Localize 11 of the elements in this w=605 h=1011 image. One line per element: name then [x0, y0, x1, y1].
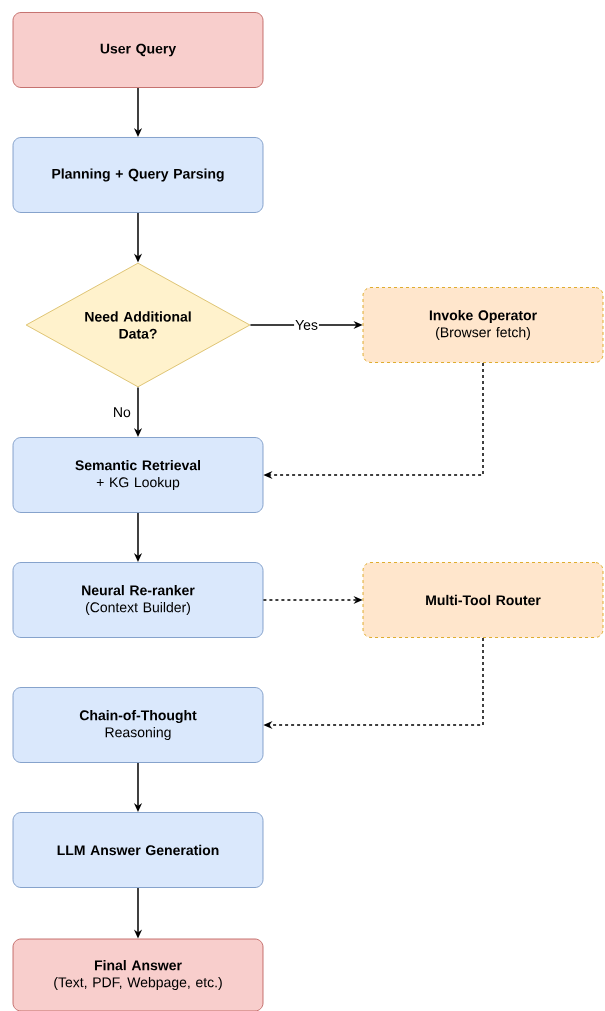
edge-label: Yes — [294, 319, 319, 331]
process-box: LLM Answer Generation — [12, 812, 264, 888]
process-box: Semantic Retrieval + KG Lookup — [12, 437, 264, 513]
process-box: Invoke Operator (Browser fetch) — [362, 287, 604, 363]
process-box: Neural Re-ranker (Context Builder) — [12, 562, 264, 638]
edge-label: No — [114, 407, 131, 418]
process-box: User Query — [12, 12, 264, 88]
process-box: Multi-Tool Router — [362, 562, 604, 638]
process-box: Chain-of-Thought Reasoning — [12, 687, 264, 763]
process-box: Final Answer (Text, PDF, Webpage, etc.) — [12, 938, 264, 1011]
process-box: Planning + Query Parsing — [12, 137, 264, 213]
